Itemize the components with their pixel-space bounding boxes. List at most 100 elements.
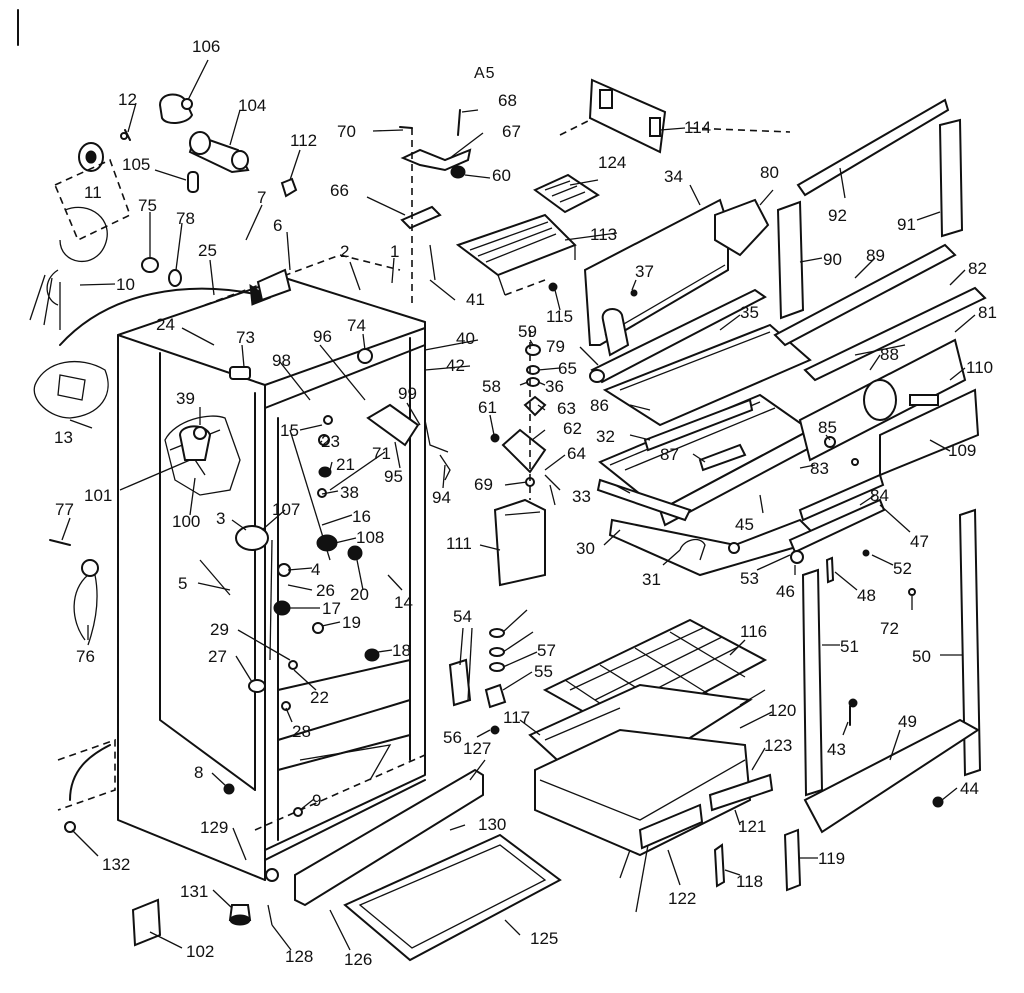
callout-87: 87	[660, 445, 679, 464]
callout-73: 73	[236, 328, 255, 347]
callout-50: 50	[912, 647, 931, 666]
callout-95: 95	[384, 467, 403, 486]
callout-13: 13	[54, 428, 73, 447]
callout-66: 66	[330, 181, 349, 200]
callout-19: 19	[342, 613, 361, 632]
callout-72: 72	[880, 619, 899, 638]
callout-116: 116	[740, 622, 767, 641]
callout-122: 122	[668, 889, 696, 908]
callout-94: 94	[432, 488, 451, 507]
callout-84: 84	[870, 486, 889, 505]
callout-107: 107	[272, 500, 300, 519]
callout-60: 60	[492, 166, 511, 185]
callout-49: 49	[898, 712, 917, 731]
callout-17: 17	[322, 599, 341, 618]
callout-9: 9	[312, 791, 321, 810]
callout-74: 74	[347, 316, 366, 335]
callout-83: 83	[810, 459, 829, 478]
callout-128: 128	[285, 947, 313, 966]
callout-28: 28	[292, 722, 311, 741]
callout-8: 8	[194, 763, 203, 782]
callout-117: 117	[503, 708, 530, 727]
callout-43: 43	[827, 740, 846, 759]
callout-64: 64	[567, 444, 586, 463]
callout-29: 29	[210, 620, 229, 639]
callout-7: 7	[257, 188, 266, 207]
callout-110: 110	[966, 358, 993, 377]
top-center-parts	[399, 78, 770, 384]
callout-54: 54	[453, 607, 472, 626]
callout-41: 41	[466, 290, 485, 309]
callout-16: 16	[352, 507, 371, 526]
callout-111: 111	[446, 534, 472, 553]
callout-80: 80	[760, 163, 779, 182]
callout-23: 23	[321, 432, 340, 451]
callout-47: 47	[910, 532, 929, 551]
callout-82: 82	[968, 259, 987, 278]
callout-106: 106	[192, 37, 220, 56]
callout-25: 25	[198, 241, 217, 260]
callout-14: 14	[394, 593, 413, 612]
callout-124: 124	[598, 153, 626, 172]
callout-44: 44	[960, 779, 979, 798]
callout-39: 39	[176, 389, 195, 408]
callout-102: 102	[186, 942, 214, 961]
right-panels	[689, 98, 987, 892]
callout-131: 131	[180, 882, 208, 901]
callout-4: 4	[311, 560, 320, 579]
callout-118: 118	[736, 872, 763, 891]
callout-69: 69	[474, 475, 493, 494]
callout-6: 6	[273, 216, 282, 235]
callout-71: 71	[372, 444, 391, 463]
callout-34: 34	[664, 167, 683, 186]
callout-67: 67	[502, 122, 521, 141]
callout-85: 85	[818, 418, 837, 437]
callout-98: 98	[272, 351, 291, 370]
callout-90: 90	[823, 250, 842, 269]
callout-53: 53	[740, 569, 759, 588]
callout-88: 88	[880, 345, 899, 364]
callout-51: 51	[840, 637, 859, 656]
callout-18: 18	[392, 641, 411, 660]
callout-120: 120	[768, 701, 796, 720]
callout-10: 10	[116, 275, 135, 294]
callout-78: 78	[176, 209, 195, 228]
callout-96: 96	[313, 327, 332, 346]
callout-79: 79	[546, 337, 565, 356]
callout-38: 38	[340, 483, 359, 502]
callout-46: 46	[776, 582, 795, 601]
callout-62: 62	[563, 419, 582, 438]
callout-121: 121	[738, 817, 766, 836]
callout-24: 24	[156, 315, 175, 334]
cabinet	[117, 254, 426, 881]
callout-129: 129	[200, 818, 228, 837]
hinge-cluster	[490, 330, 561, 587]
callout-20: 20	[350, 585, 369, 604]
callout-12: 12	[118, 90, 137, 109]
callout-92: 92	[828, 206, 847, 225]
callout-108: 108	[356, 528, 384, 547]
callout-109: 109	[948, 441, 976, 460]
callout-15: 15	[280, 421, 299, 440]
callout-26: 26	[316, 581, 335, 600]
callout-70: 70	[337, 122, 356, 141]
callout-63: 63	[557, 399, 576, 418]
left-components	[29, 93, 562, 962]
callout-75: 75	[138, 196, 157, 215]
callout-105: 105	[122, 155, 150, 174]
callout-11: 11	[84, 183, 102, 202]
callout-33: 33	[572, 487, 591, 506]
callout-61: 61	[478, 398, 497, 417]
callout-42: 42	[446, 356, 465, 375]
callout-31: 31	[642, 570, 661, 589]
callout-130: 130	[478, 815, 506, 834]
callout-52: 52	[893, 559, 912, 578]
callout-30: 30	[576, 539, 595, 558]
inner-components	[178, 348, 451, 882]
callout-40: 40	[456, 329, 475, 348]
callout-127: 127	[463, 739, 491, 758]
leader-lines	[61, 59, 976, 951]
callout-119: 119	[818, 849, 845, 868]
callout-2: 2	[340, 242, 349, 261]
